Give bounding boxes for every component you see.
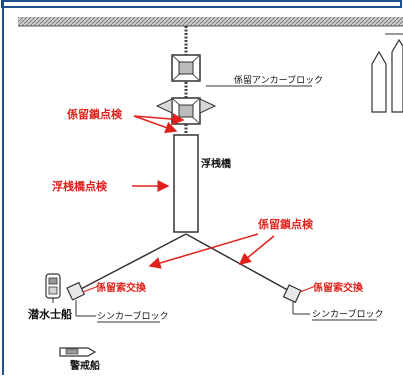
chain-check-arrow-2 [133,113,185,126]
guard-boat-label: 警戒船 [69,359,100,372]
mooring-line-replace-right-label: 係留索交換 [313,281,364,294]
mooring-line-replace-left-leader [82,286,97,293]
mooring-line-replace-left-label: 係留索交換 [96,281,147,294]
guard-boat-icon [59,347,97,357]
left-frame-edge [2,1,4,375]
chain-check-arrow-1 [133,115,178,134]
diver-boat-icon [45,273,61,303]
sinker-block-right [282,284,302,304]
sinker-block-left-label: シンカーブロック [97,310,168,322]
mooring-line-replace-right-leader [299,286,314,293]
sinker-block-right-label: シンカーブロック [312,308,383,320]
mooring-chain-check-top-label: 係留鎖点検 [67,107,123,121]
floating-pier-check-label: 浮桟橋点検 [52,179,108,193]
chain-check-mid-arrow-left [148,233,259,269]
chain-check-mid-arrow-right [238,235,275,265]
anchor-block-upper [171,54,201,82]
anchor-block-lower [155,97,217,125]
anchor-block-label: 係留アンカーブロック [234,74,323,86]
diver-boat-label: 潜水士船 [28,307,72,321]
top-frame-bar [1,0,402,8]
floating-pier [173,134,199,233]
right-vessel-icon [371,33,403,113]
mooring-line-right [185,233,294,294]
mooring-line-left [76,233,187,292]
seabed-ground [18,17,403,26]
floating-pier-label: 浮桟橋 [201,157,232,170]
mooring-chain-check-mid-label: 係留鎖点検 [258,217,314,231]
sinker-block-left [66,281,86,301]
